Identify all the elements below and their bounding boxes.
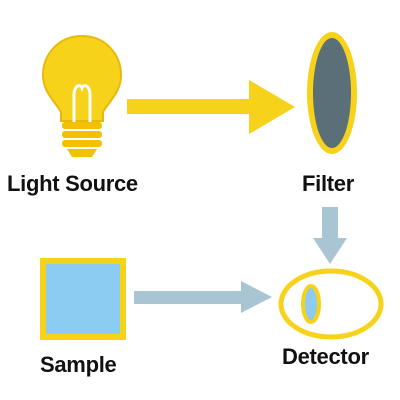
detector-eye-icon: [278, 268, 384, 340]
lightbulb-icon: [41, 34, 123, 157]
arrow-sample-to-detector: [134, 281, 272, 313]
detector-label: Detector: [282, 344, 369, 369]
light-source-label: Light Source: [7, 171, 138, 196]
filter-label: Filter: [302, 171, 354, 196]
sample-label: Sample: [40, 352, 117, 377]
arrow-filter-to-detector: [313, 207, 347, 264]
arrow-light-to-filter: [127, 80, 295, 134]
sample-square-icon: [40, 258, 126, 340]
filter-lens-icon: [307, 32, 357, 154]
